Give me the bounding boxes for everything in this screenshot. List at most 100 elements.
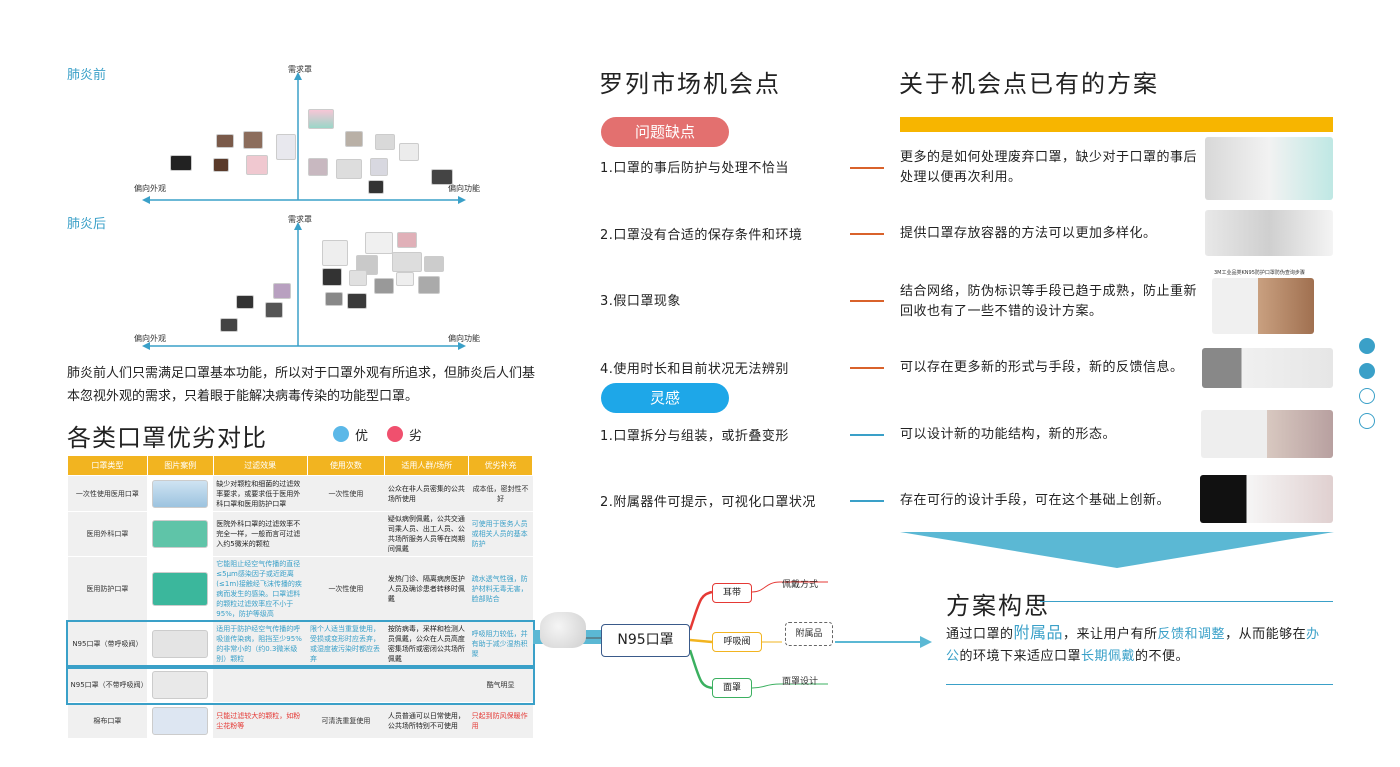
fake-check-caption: 3M工业品类KN95防护口罩防伪查询步骤: [1214, 270, 1305, 276]
quadrant-after-label: 肺炎后: [67, 217, 107, 232]
mask-type: 医用外科口罩: [67, 511, 148, 557]
solutions-title: 关于机会点已有的方案: [899, 70, 1159, 98]
filter-effect: 它能阻止经空气传播的直径≤5μm感染因子或近距离(≤1m)接触经飞沫传播的疾病而…: [213, 556, 308, 622]
table-row: N95口罩（不带呼吸阀） 酷气明显: [65, 664, 535, 705]
mask-type: N95口罩（带呼吸阀）: [67, 621, 148, 667]
table-row: 医用防护口罩 它能阻止经空气传播的直径≤5μm感染因子或近距离(≤1m)接触经飞…: [67, 556, 533, 622]
mask-thumbnail: [265, 302, 283, 318]
mask-thumbnail: [399, 143, 419, 161]
mask-thumbnail: [336, 159, 362, 179]
filter-effect: 适用于防护经空气传播的呼吸道传染病，阻挡至少95%的非常小的（约0.3微米级别）…: [213, 621, 308, 667]
mask-type: N95口罩（不带呼吸阀）: [67, 666, 148, 703]
filter-effect: 只能过滤较大的颗粒，如粉尘花粉等: [213, 702, 308, 739]
problem-item: 2.口罩没有合适的保存条件和环境: [600, 228, 803, 243]
concept-highlight: 反馈和调整: [1157, 627, 1226, 642]
solution-text: 提供口罩存放容器的方法可以更加多样化。: [900, 226, 1157, 241]
extra-note: 呼吸阻力较低，并有助于减少湿热积聚: [468, 621, 533, 667]
table-row: N95口罩（带呼吸阀） 适用于防护经空气传播的呼吸道传染病，阻挡至少95%的非常…: [65, 619, 535, 669]
filter-effect: 缺少对颗粒和细菌的过滤效率要求，或要求低于医用外科口罩和医用防护口罩: [213, 475, 308, 512]
mask-thumbnail: [347, 293, 367, 309]
mask-thumbnail: [308, 109, 334, 129]
mindmap-branch-valve[interactable]: 呼吸阀: [712, 632, 762, 652]
table-row: 棉布口罩 只能过滤较大的颗粒，如粉尘花粉等 可清洗重复使用 人员普通可以日常使用…: [67, 702, 533, 739]
solution-photo-structure: [1201, 410, 1333, 458]
solution-text: 结合网络，防伪标识等手段已趋于成熟，防止重新回收也有了一些不错的设计方案。: [900, 284, 1198, 319]
quadrant-before-right-axis: 偏向功能: [448, 184, 480, 193]
legend-label-good: 优: [355, 429, 369, 444]
page-dot-1[interactable]: [1359, 338, 1375, 354]
quadrant-before-left-axis: 偏向外观: [134, 184, 166, 193]
mask-thumbnail: [424, 256, 444, 272]
usage-count: [307, 511, 385, 557]
extra-note: 酷气明显: [468, 666, 533, 703]
concept-text-part: 的环境下来适应口罩: [959, 649, 1082, 664]
target-people: [384, 666, 469, 703]
extra-note: 可使用于医务人员或相关人员的基本防护: [468, 511, 533, 557]
mask-thumbnail: [170, 155, 192, 171]
down-arrow: [900, 532, 1334, 568]
mindmap-label-accessory[interactable]: 附属品: [785, 622, 833, 646]
usage-count: 一次性使用: [307, 556, 385, 622]
table-header: 口罩类型: [67, 455, 148, 476]
mask-thumbnail: [397, 232, 417, 248]
mask-image: [152, 572, 209, 606]
mask-thumbnail: [220, 318, 238, 332]
concept-text: 通过口罩的附属品，来让用户有所反馈和调整，从而能够在办公的环境下来适应口罩长期佩…: [946, 622, 1322, 668]
quadrant-after-right-axis: 偏向功能: [448, 334, 480, 343]
table-header: 使用次数: [306, 455, 386, 476]
target-people: 疑似病例佩戴，公共交通司乘人员、出工人员、公共场所服务人员等在岗期间佩戴: [384, 511, 469, 557]
mindmap-label-mask-design: 面罩设计: [782, 677, 819, 687]
concept-highlight: 长期佩戴: [1081, 649, 1136, 664]
page-dot-2[interactable]: [1359, 363, 1375, 379]
mask-thumbnail: [216, 134, 234, 148]
problem-item: 3.假口罩现象: [600, 294, 681, 309]
table-header: 优劣补充: [468, 455, 533, 476]
connector-line: [850, 434, 884, 436]
mask-thumbnail: [365, 232, 393, 254]
mask-thumbnail: [396, 272, 414, 286]
mask-image: [152, 670, 209, 699]
mask-thumbnail: [213, 158, 229, 172]
mindmap-branch-mask[interactable]: 面罩: [712, 678, 752, 698]
mask-thumbnail: [370, 158, 388, 176]
mask-thumbnail: [308, 158, 328, 176]
mask-thumbnail: [345, 131, 363, 147]
connector-line: [850, 367, 884, 369]
mindmap-branch-ear-strap[interactable]: 耳带: [712, 583, 752, 603]
mask-thumbnail: [322, 268, 342, 286]
solution-text: 存在可行的设计手段，可在这个基础上创新。: [900, 493, 1171, 508]
page-dot-3[interactable]: [1359, 388, 1375, 404]
mindmap-label-wear: 佩戴方式: [782, 580, 819, 590]
filter-effect: 医院外科口罩的过滤效率不完全一样，一般而言可过滤入约5微米的颗粒: [213, 511, 308, 557]
page-dot-4[interactable]: [1359, 413, 1375, 429]
mask-thumbnail: [246, 155, 268, 175]
mask-thumbnail: [392, 252, 422, 272]
mask-thumbnail: [418, 276, 440, 294]
usage-count: [307, 666, 385, 703]
concept-highlight: 附属品: [1013, 623, 1064, 642]
connector-line: [850, 500, 884, 502]
filter-effect: [213, 666, 308, 703]
inspiration-item: 1.口罩拆分与组装，或折叠变形: [600, 429, 789, 444]
legend-dot-bad: [387, 426, 403, 442]
market-title: 罗列市场机会点: [599, 70, 781, 98]
legend-dot-good: [333, 426, 349, 442]
table-header: 过滤效果: [212, 455, 308, 476]
table-row: 医用外科口罩 医院外科口罩的过滤效率不完全一样，一般而言可过滤入约5微米的颗粒 …: [67, 511, 533, 557]
quadrant-after-top-axis: 需求罩: [288, 215, 312, 224]
solution-photo-feedback: [1202, 348, 1333, 388]
table-header-row: 口罩类型 图片案例 过滤效果 使用次数 适用人群/场所 优劣补充: [67, 455, 533, 476]
mindmap-center-node[interactable]: N95口罩: [601, 624, 690, 657]
inspiration-pill: 灵感: [601, 383, 729, 413]
solution-photo-visualize: [1200, 475, 1333, 523]
comparison-title: 各类口罩优劣对比: [67, 424, 267, 452]
mask-thumbnail: [349, 270, 367, 286]
mask-image: [152, 479, 209, 508]
concept-text-part: 通过口罩的: [946, 627, 1014, 642]
solution-text: 可以设计新的功能结构，新的形态。: [900, 427, 1117, 442]
solution-text: 可以存在更多新的形式与手段，新的反馈信息。: [900, 360, 1184, 375]
concept-text-part: ，从而能够在: [1225, 627, 1307, 642]
quadrant-before-top-axis: 需求罩: [288, 65, 312, 74]
target-people: 发热门诊、隔离病房医护人员及确诊患者转移时佩戴: [384, 556, 469, 622]
comparison-table: 口罩类型 图片案例 过滤效果 使用次数 适用人群/场所 优劣补充 一次性使用医用…: [65, 455, 535, 739]
